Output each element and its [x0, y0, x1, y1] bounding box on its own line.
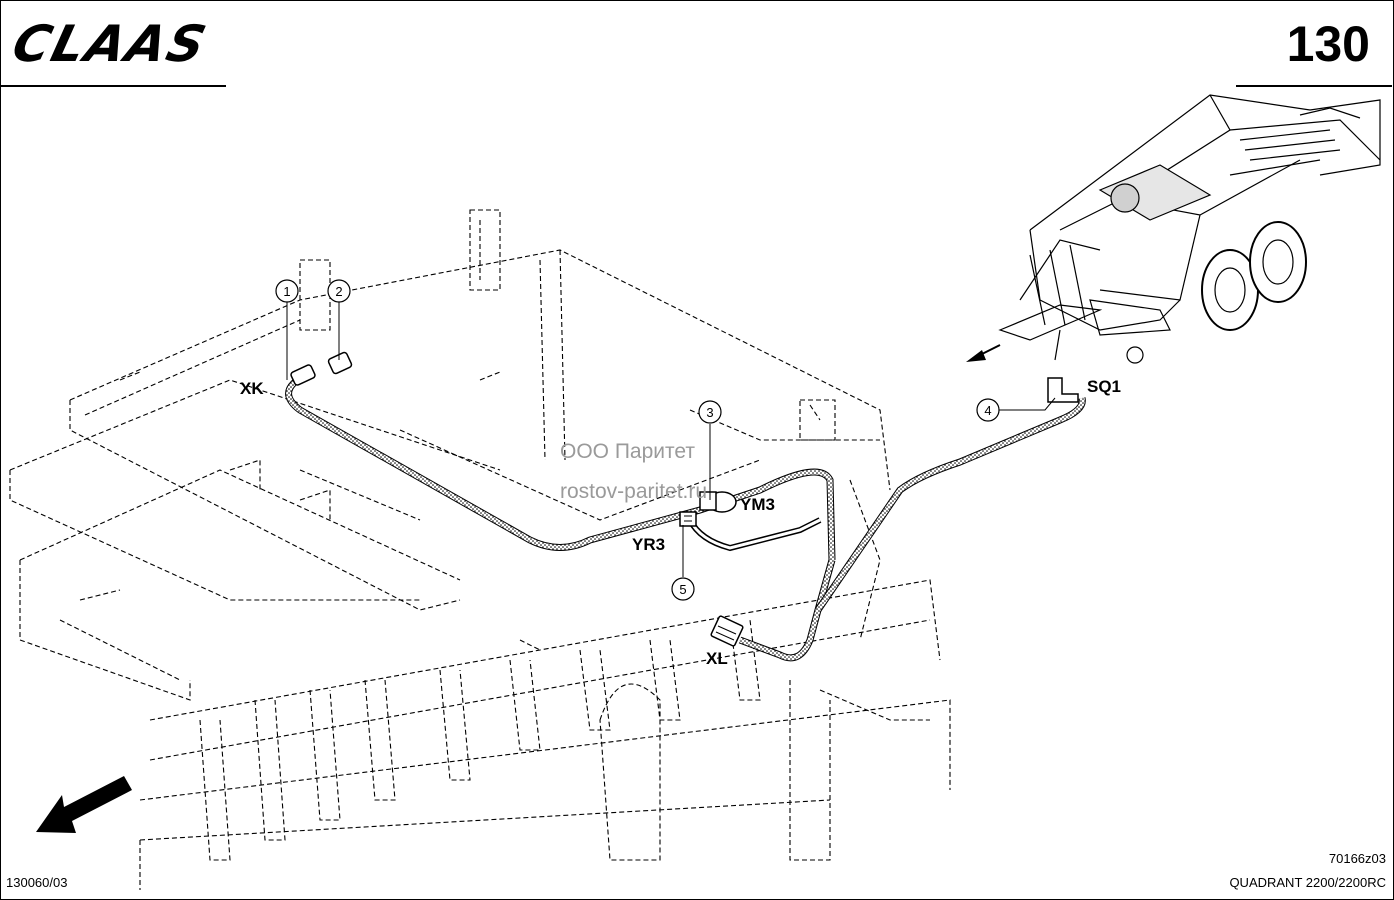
- header-rule-right: [1236, 85, 1392, 87]
- watermark-line-2: rostov-paritet.ru: [560, 480, 708, 503]
- connector-xk-icon: [290, 364, 316, 386]
- label-xk: XK: [240, 379, 264, 398]
- valve-ym3-icon: [699, 491, 737, 513]
- label-xl: XL: [706, 649, 728, 668]
- callout-4: 4: [984, 403, 991, 418]
- connector-cap-icon: [327, 351, 353, 375]
- callout-circles: [275, 279, 1000, 601]
- sensor-sq1-icon: [1047, 377, 1079, 403]
- label-yr3: YR3: [632, 535, 665, 554]
- callout-2: 2: [335, 284, 342, 299]
- callout-5: 5: [679, 582, 686, 597]
- chassis-frame: [9, 209, 951, 890]
- connector-xl-icon: [710, 615, 744, 647]
- label-sq1: SQ1: [1087, 377, 1121, 396]
- label-ym3: YM3: [740, 495, 775, 514]
- callout-3: 3: [706, 405, 713, 420]
- header-rule-left: [0, 85, 226, 87]
- model-name: QUADRANT 2200/2200RC: [1229, 875, 1386, 890]
- drawing-code: 70166z03: [1328, 851, 1386, 866]
- connector-yr3-icon: [679, 511, 697, 527]
- baler-overview: [998, 94, 1381, 364]
- direction-arrow-icon: [36, 776, 132, 833]
- baler-direction-arrow: [966, 344, 1001, 362]
- page-number: 130: [1286, 16, 1370, 72]
- callout-1: 1: [283, 284, 290, 299]
- callout-leaders: [286, 302, 1056, 577]
- page-reference: 130060/03: [6, 875, 68, 890]
- watermark-line-1: ООО Паритет: [560, 440, 696, 463]
